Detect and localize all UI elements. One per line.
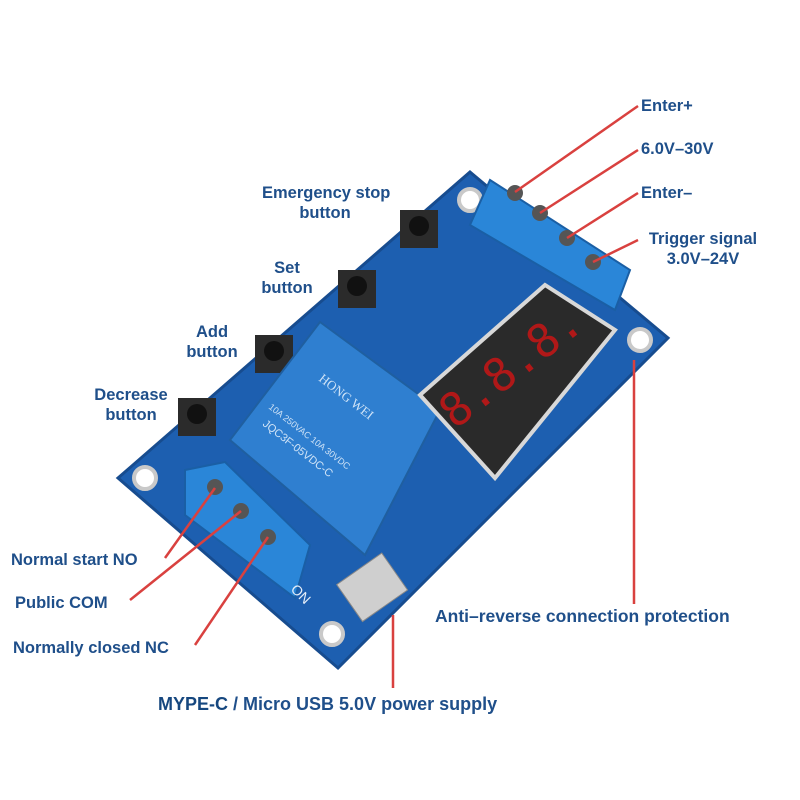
label-add-button: Add button [177,322,247,362]
label-voltage-input: 6.0V–30V [641,140,714,158]
mount-hole [319,621,345,647]
label-set-line2: button [261,279,313,297]
label-power-prefix: MYPE-C [158,694,229,714]
label-enter-minus: Enter– [641,184,693,202]
label-emergency-line2: button [299,204,351,222]
micro-usb-port [335,552,409,623]
leader-lines [129,104,639,688]
mount-hole [132,465,158,491]
label-power-text: / Micro USB 5.0V power supply [233,694,498,714]
label-set-line1: Set [274,259,300,277]
relay [228,320,442,557]
mount-hole [627,327,653,353]
label-set-button: Set button [252,258,322,298]
led-display [417,282,618,482]
label-normally-closed: Normally closed NC [13,639,169,657]
label-enter-plus: Enter+ [641,97,693,115]
label-trigger-line2: 3.0V–24V [666,250,740,268]
label-decrease-button: Decrease button [86,385,176,425]
emergency-stop-button-part [400,210,438,248]
label-decrease-line1: Decrease [94,386,168,404]
label-public-com: Public COM [15,594,108,612]
label-decrease-line2: button [105,406,157,424]
label-add-line2: button [186,343,238,361]
label-trigger-signal: Trigger signal 3.0V–24V [638,229,768,269]
label-emergency-line1: Emergency stop [262,184,391,202]
set-button-part [338,270,376,308]
label-add-line1: Add [195,323,229,341]
label-trigger-line1: Trigger signal [648,230,758,248]
label-anti-reverse: Anti–reverse connection protection [435,606,730,626]
input-terminal-block [468,178,632,312]
label-emergency-stop: Emergency stop button [262,183,391,223]
decrease-button-part [178,398,216,436]
label-normal-open: Normal start NO [11,551,138,569]
output-terminal-block [184,460,312,600]
label-power-supply: MYPE-C / Micro USB 5.0V power supply [158,694,497,714]
